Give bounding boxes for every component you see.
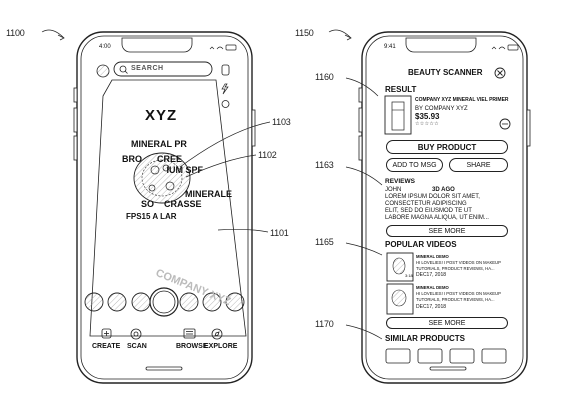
screen-title: BEAUTY SCANNER — [408, 68, 483, 77]
nav-explore[interactable]: EXPLORE — [204, 343, 238, 350]
overlay-line-4: MINERALE — [185, 189, 232, 199]
left-status-time: 4:00 — [99, 44, 111, 50]
search-bar-outline — [113, 61, 213, 77]
leader-lines — [41, 29, 383, 340]
reviews-see-more-button[interactable]: SEE MORE — [386, 225, 508, 237]
scan-reticle — [133, 152, 191, 204]
reviews-heading: REVIEWS — [385, 178, 415, 185]
similar-heading: SIMILAR PRODUCTS — [385, 334, 465, 343]
video-date-2: DEC17, 2018 — [416, 304, 447, 310]
lens-carousel — [84, 287, 245, 317]
product-brand-overlay: XYZ — [145, 107, 178, 124]
overlay-line-2: BRO CREE — [122, 154, 183, 164]
video-desc1-1: HI LOVELIES! I POST VIDEOS ON MAKEUP — [416, 260, 501, 265]
product-rating: ☆☆☆☆☆ — [415, 121, 439, 127]
share-button[interactable]: SHARE — [449, 158, 508, 172]
videos-see-more-button[interactable]: SEE MORE — [386, 317, 508, 329]
ref-1165: 1165 — [315, 237, 334, 247]
bottom-nav-icons — [101, 328, 223, 340]
review-text-4: LABORE MAGNA ALIQUA, UT ENIM... — [385, 215, 489, 221]
review-age: 3D AGO — [432, 187, 455, 193]
overlay-line-6: FPS15 A LAR — [126, 212, 177, 221]
video-desc1-2: HI LOVELIES! I POST VIDEOS ON MAKEUP — [416, 291, 501, 296]
overlay-line-5: SO CRASSE — [141, 199, 202, 209]
video-title-1[interactable]: MINERAL DEMO — [416, 254, 449, 259]
product-brand: BY COMPANY XYZ — [415, 106, 468, 112]
video-date-1: DEC17, 2018 — [416, 272, 447, 278]
overlay-line-3: IUM SPF — [144, 165, 204, 175]
video-duration-1: 3:18 — [405, 273, 413, 278]
ref-1101: 1101 — [270, 228, 289, 238]
product-price: $35.93 — [415, 112, 440, 121]
ref-1100: 1100 — [6, 28, 25, 38]
ref-1150: 1150 — [295, 28, 314, 38]
nav-create[interactable]: CREATE — [92, 343, 121, 350]
buy-product-button[interactable]: BUY PRODUCT — [386, 140, 508, 154]
review-author: JOHN — [385, 187, 402, 193]
nav-browse[interactable]: BROWSE — [176, 343, 208, 350]
result-heading: RESULT — [385, 85, 417, 94]
overlay-line-1: MINERAL PR — [131, 139, 187, 149]
product-name: COMPANY XYZ MINERAL VIEL PRIMER — [415, 97, 509, 103]
review-text-1: LOREM IPSUM DOLOR SIT AMET, — [385, 194, 480, 200]
ref-1170: 1170 — [315, 319, 334, 329]
right-status-time: 9:41 — [384, 44, 396, 50]
ref-1160: 1160 — [315, 72, 334, 82]
video-desc2-2: TUTORIALS, PRODUCT REVIEWS, HA... — [416, 297, 495, 302]
similar-product-stubs — [385, 348, 507, 364]
ref-1103: 1103 — [272, 117, 291, 127]
ref-1163: 1163 — [315, 160, 334, 170]
right-status-icons — [491, 44, 519, 51]
add-to-msg-button[interactable]: ADD TO MSG — [386, 158, 443, 172]
right-phone — [358, 31, 531, 384]
left-phone — [73, 31, 256, 384]
nav-scan[interactable]: SCAN — [127, 343, 147, 350]
left-status-icons — [209, 44, 237, 51]
ref-1102: 1102 — [258, 150, 277, 160]
video-title-2[interactable]: MINERAL DEMO — [416, 285, 449, 290]
video-desc2-1: TUTORIALS, PRODUCT REVIEWS, HA... — [416, 266, 495, 271]
search-input[interactable]: SEARCH — [131, 65, 164, 72]
review-text-2: CONSECTETUR ADIPISCING — [385, 201, 467, 207]
review-text-3: ELIT, SED DO EIUSMOD TE UT — [385, 208, 472, 214]
videos-heading: POPULAR VIDEOS — [385, 240, 457, 249]
